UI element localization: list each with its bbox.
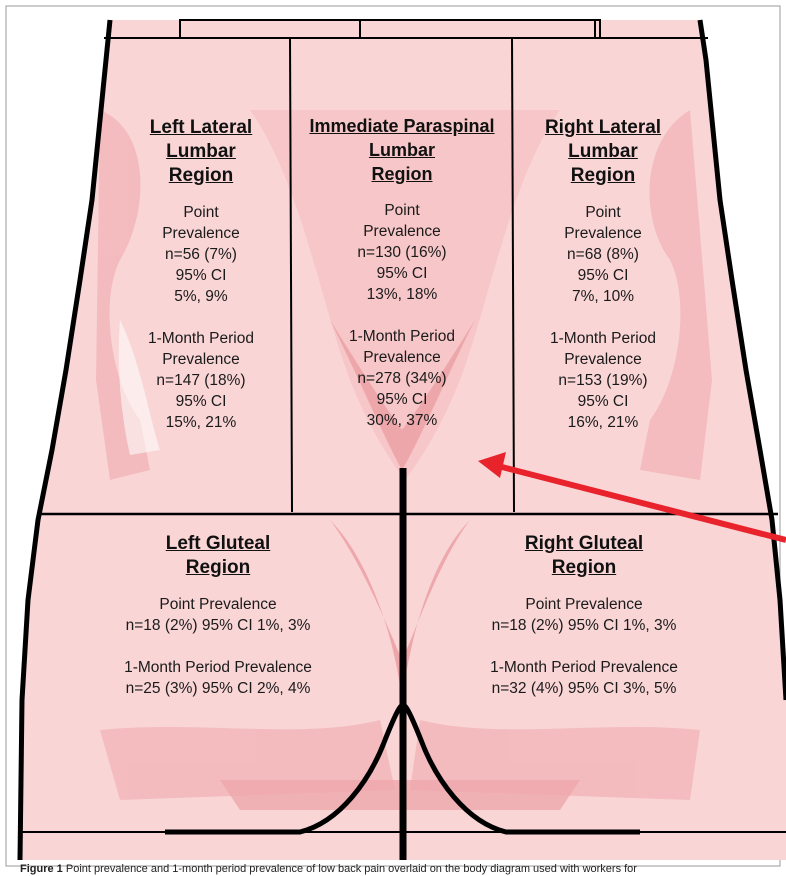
right-lumbar-month-n: n=153 (19%) — [510, 370, 696, 391]
left-lumbar-month-ci-label: 95% CI — [108, 391, 294, 412]
paraspinal-point-ci: 13%, 18% — [290, 284, 514, 305]
left-gluteal-region: Left Gluteal Region Point Prevalence n=1… — [88, 532, 348, 699]
paraspinal-point-n: n=130 (16%) — [290, 242, 514, 263]
right-gluteal-month-label: 1-Month Period Prevalence — [454, 657, 714, 678]
figure-caption: Figure 1 Point prevalence and 1-month pe… — [20, 862, 780, 876]
left-lumbar-point-line-2: Prevalence — [108, 223, 294, 244]
right-lumbar-region: Right Lateral Lumbar Region Point Preval… — [510, 116, 696, 433]
left-lumbar-point-line-1: Point — [108, 202, 294, 223]
right-gluteal-point-value: n=18 (2%) 95% CI 1%, 3% — [454, 615, 714, 636]
left-lumbar-month-ci: 15%, 21% — [108, 412, 294, 433]
right-lumbar-point-ci-label: 95% CI — [510, 265, 696, 286]
right-lumbar-point-n: n=68 (8%) — [510, 244, 696, 265]
left-gluteal-title: Left Gluteal Region — [88, 532, 348, 580]
left-lumbar-point-ci: 5%, 9% — [108, 286, 294, 307]
paraspinal-month-line-2: Prevalence — [290, 347, 514, 368]
left-lumbar-region: Left Lateral Lumbar Region Point Prevale… — [108, 116, 294, 433]
left-gluteal-month-label: 1-Month Period Prevalence — [88, 657, 348, 678]
left-lumbar-month-line-2: Prevalence — [108, 349, 294, 370]
left-gluteal-point-value: n=18 (2%) 95% CI 1%, 3% — [88, 615, 348, 636]
left-gluteal-point-label: Point Prevalence — [88, 594, 348, 615]
right-lumbar-month-ci: 16%, 21% — [510, 412, 696, 433]
right-gluteal-month-value: n=32 (4%) 95% CI 3%, 5% — [454, 678, 714, 699]
left-gluteal-month-value: n=25 (3%) 95% CI 2%, 4% — [88, 678, 348, 699]
right-lumbar-point-line-2: Prevalence — [510, 223, 696, 244]
paraspinal-title: Immediate Paraspinal Lumbar Region — [290, 114, 514, 186]
left-lumbar-title: Left Lateral Lumbar Region — [108, 116, 294, 188]
paraspinal-point-line-1: Point — [290, 200, 514, 221]
paraspinal-month-n: n=278 (34%) — [290, 368, 514, 389]
right-gluteal-point-label: Point Prevalence — [454, 594, 714, 615]
right-gluteal-region: Right Gluteal Region Point Prevalence n=… — [454, 532, 714, 699]
right-gluteal-title: Right Gluteal Region — [454, 532, 714, 580]
left-lumbar-month-line-1: 1-Month Period — [108, 328, 294, 349]
paraspinal-region: Immediate Paraspinal Lumbar Region Point… — [290, 114, 514, 431]
caption-text: Point prevalence and 1-month period prev… — [66, 863, 637, 875]
paraspinal-month-ci-label: 95% CI — [290, 389, 514, 410]
right-lumbar-point-line-1: Point — [510, 202, 696, 223]
caption-label: Figure 1 — [20, 863, 63, 875]
paraspinal-point-ci-label: 95% CI — [290, 263, 514, 284]
right-lumbar-month-line-2: Prevalence — [510, 349, 696, 370]
left-lumbar-point-n: n=56 (7%) — [108, 244, 294, 265]
right-lumbar-title: Right Lateral Lumbar Region — [510, 116, 696, 188]
right-lumbar-point-ci: 7%, 10% — [510, 286, 696, 307]
left-lumbar-month-n: n=147 (18%) — [108, 370, 294, 391]
paraspinal-month-line-1: 1-Month Period — [290, 326, 514, 347]
paraspinal-point-line-2: Prevalence — [290, 221, 514, 242]
right-lumbar-month-line-1: 1-Month Period — [510, 328, 696, 349]
paraspinal-month-ci: 30%, 37% — [290, 410, 514, 431]
left-lumbar-point-ci-label: 95% CI — [108, 265, 294, 286]
right-lumbar-month-ci-label: 95% CI — [510, 391, 696, 412]
